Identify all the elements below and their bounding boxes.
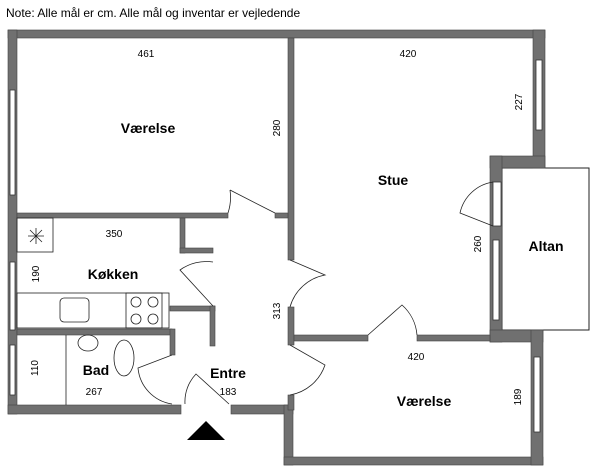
kitchen-fan-icon bbox=[28, 228, 44, 244]
walls bbox=[7, 29, 546, 466]
vaerelse-bottom-height: 189 bbox=[513, 388, 524, 405]
room-label-entre: Entre bbox=[210, 365, 246, 381]
room-label-vaerelse-bottom: Værelse bbox=[397, 393, 452, 409]
entre-height: 313 bbox=[272, 302, 283, 319]
stue-height: 227 bbox=[514, 93, 525, 110]
kokken-width: 350 bbox=[106, 229, 123, 240]
kitchen-extractor bbox=[16, 217, 54, 253]
balcony bbox=[501, 167, 590, 331]
windows bbox=[9, 59, 543, 433]
bad-height: 110 bbox=[30, 360, 41, 376]
entrance-arrow-icon bbox=[187, 421, 225, 440]
entre-width: 183 bbox=[220, 387, 237, 398]
room-label-altan: Altan bbox=[529, 238, 564, 254]
plan-note: Note: Alle mål er cm. Alle mål og invent… bbox=[6, 6, 301, 20]
vaerelse-top-height: 280 bbox=[272, 119, 283, 136]
bad-width: 267 bbox=[86, 387, 103, 398]
room-label-vaerelse-top: Værelse bbox=[121, 120, 176, 136]
room-label-kokken: Køkken bbox=[88, 266, 139, 282]
altan-height: 260 bbox=[473, 235, 484, 252]
doors bbox=[137, 181, 494, 405]
fixtures bbox=[16, 217, 225, 440]
vaerelse-bottom-width: 420 bbox=[408, 352, 425, 363]
kitchen-sink bbox=[59, 297, 90, 323]
stue-width: 420 bbox=[400, 49, 417, 60]
room-label-stue: Stue bbox=[378, 172, 409, 188]
stove bbox=[125, 292, 163, 329]
toilet bbox=[113, 339, 135, 377]
vaerelse-top-width: 461 bbox=[138, 49, 155, 60]
room-label-bad: Bad bbox=[83, 362, 109, 378]
kokken-height: 190 bbox=[31, 265, 42, 282]
kitchen-counter bbox=[16, 292, 170, 329]
bathroom-sink bbox=[77, 334, 99, 352]
